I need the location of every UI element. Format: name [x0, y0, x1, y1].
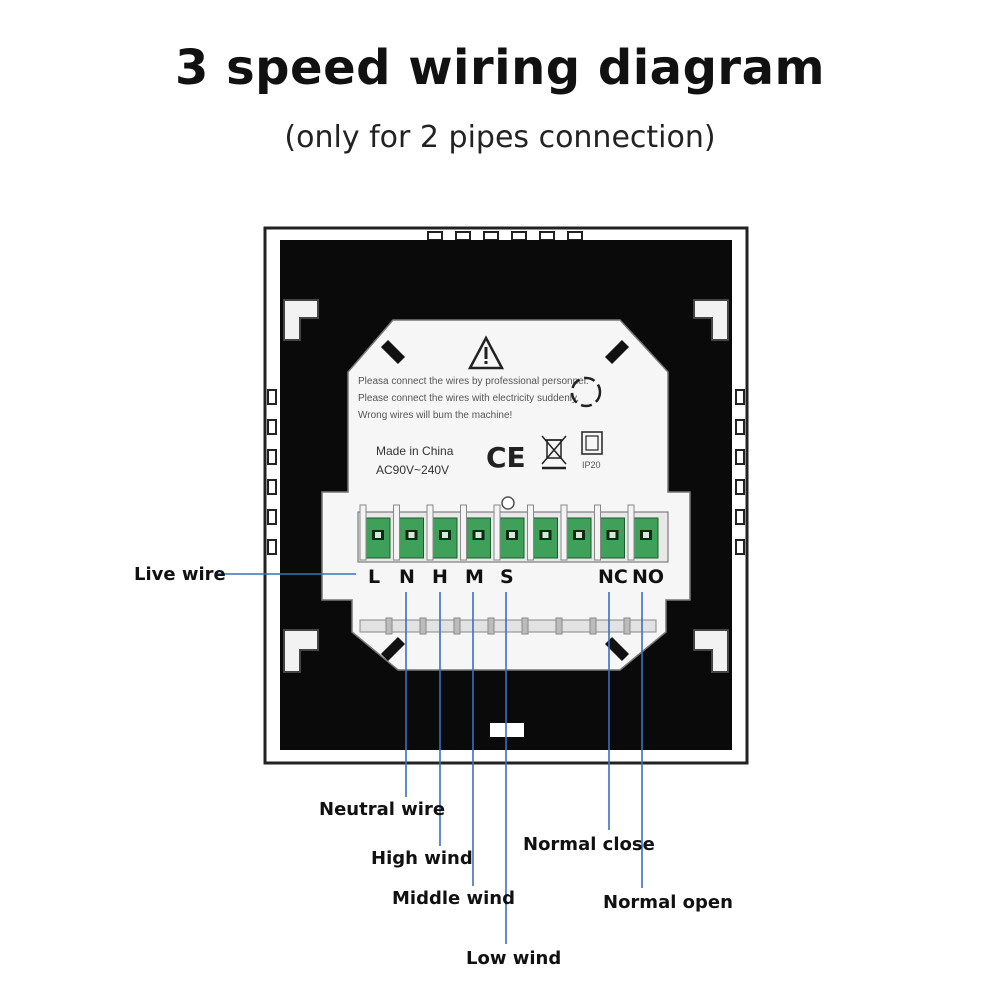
diagram-title: 3 speed wiring diagram	[174, 40, 826, 96]
terminal-screw	[393, 504, 424, 561]
ce-mark: CE	[486, 441, 526, 474]
terminal-screw	[560, 504, 592, 561]
warning-line: Pleasa connect the wires by professional…	[358, 376, 589, 387]
terminal-screw	[460, 504, 491, 561]
callout-live-wire: Live wire	[134, 564, 226, 585]
callout-normal-close: Normal close	[523, 834, 655, 855]
terminal-screw	[527, 504, 558, 561]
terminal-screw	[359, 504, 391, 561]
ip20-icon: IP20	[581, 431, 603, 470]
warning-icon	[467, 335, 505, 370]
terminal-label-nc: NC	[598, 566, 628, 588]
terminal-screw	[594, 504, 625, 561]
terminal-screw	[493, 504, 525, 561]
weee-bin-icon	[541, 435, 567, 470]
knockout-circle-icon	[570, 376, 602, 408]
terminal-screw	[627, 504, 659, 561]
diagram-subtitle: (only for 2 pipes connection)	[284, 120, 716, 155]
voltage-label: AC90V~240V	[376, 463, 449, 477]
callout-high-wind: High wind	[371, 848, 473, 869]
terminal-screw	[426, 504, 458, 561]
made-in-label: Made in China	[376, 444, 454, 458]
warning-line: Please connect the wires with electricit…	[358, 393, 579, 404]
terminal-label-n: N	[399, 566, 415, 588]
warning-line: Wrong wires will bum the machine!	[358, 410, 512, 421]
terminal-label-s: S	[500, 566, 514, 588]
callout-middle-wind: Middle wind	[392, 888, 515, 909]
terminal-label-h: H	[432, 566, 448, 588]
ip-rating: IP20	[582, 460, 601, 470]
terminal-label-m: M	[465, 566, 484, 588]
terminal-label-l: L	[368, 566, 380, 588]
callout-normal-open: Normal open	[603, 892, 733, 913]
terminal-screws	[359, 504, 659, 561]
callout-low-wind: Low wind	[466, 948, 561, 969]
callout-neutral-wire: Neutral wire	[319, 799, 445, 820]
terminal-label-no: NO	[632, 566, 664, 588]
